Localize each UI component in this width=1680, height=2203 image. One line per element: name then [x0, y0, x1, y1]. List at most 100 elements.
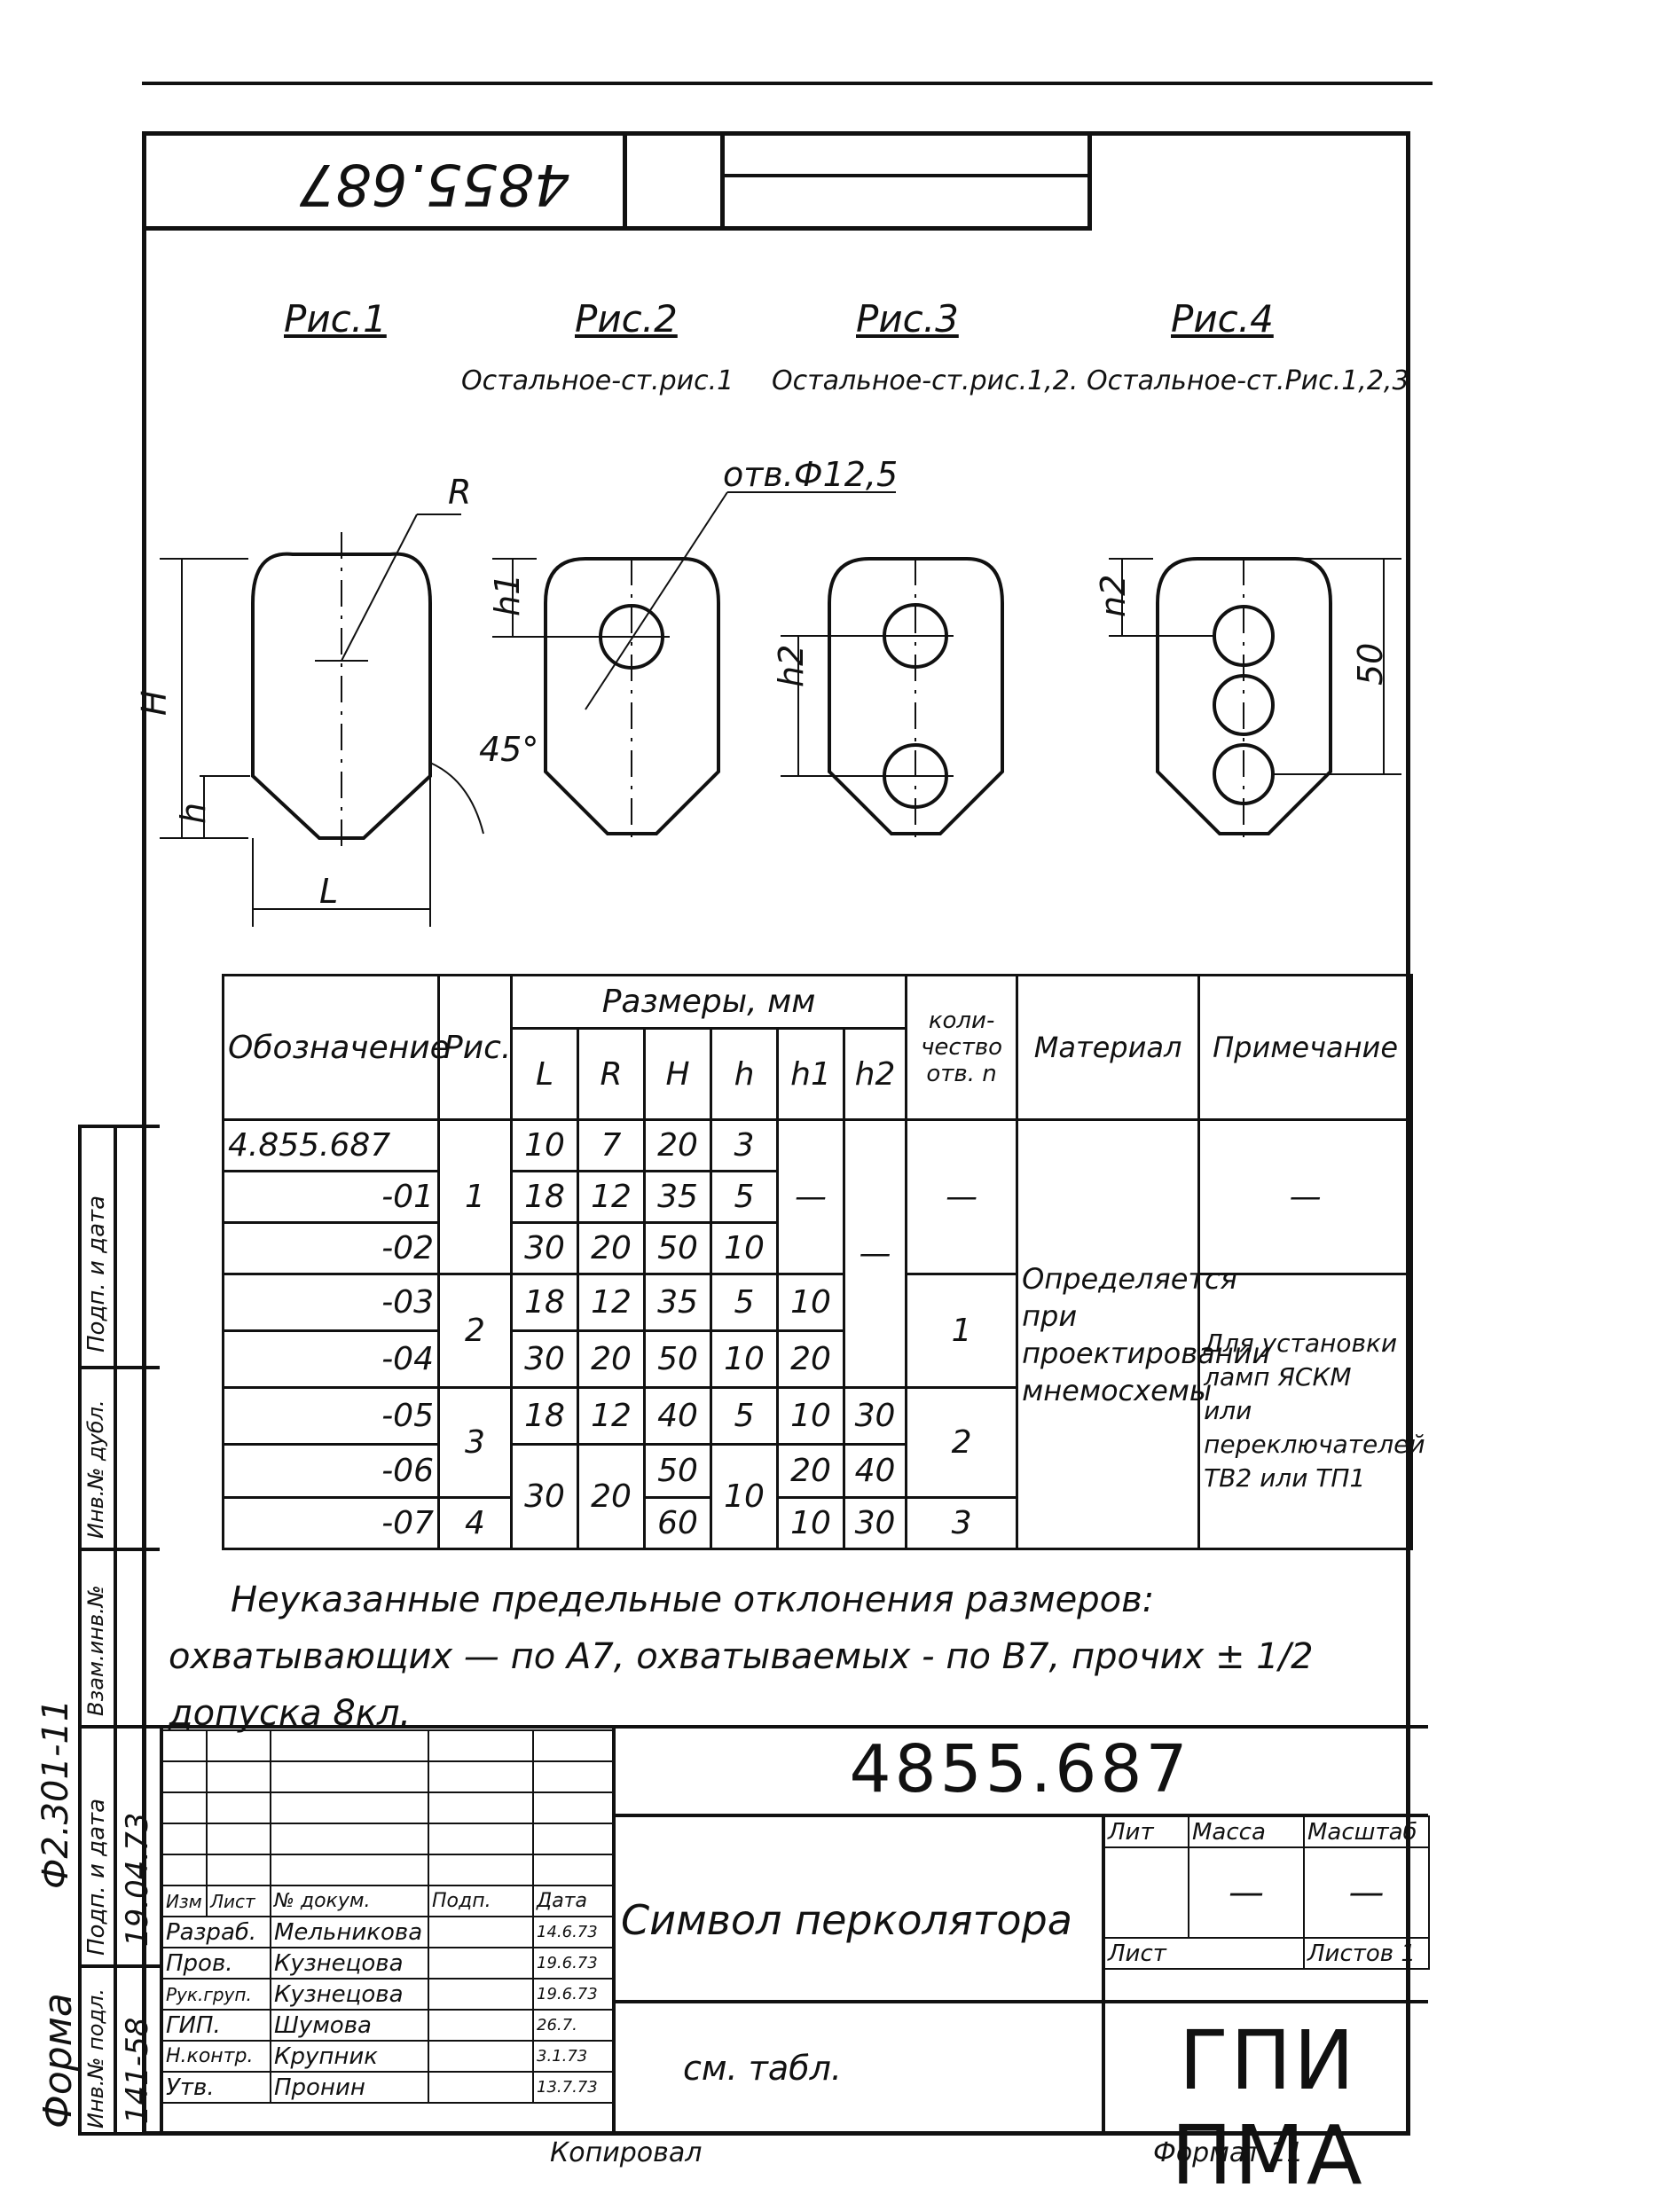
margin-div-2: [78, 1548, 160, 1551]
header-H: H: [643, 1026, 712, 1122]
titleblock-number-bottom: [612, 1814, 1428, 1817]
cell-R: 20: [577, 1221, 646, 1275]
titleblock-right-divider: [1102, 1814, 1105, 2136]
signer-signature: [428, 1947, 534, 1980]
header-count: коли-чество отв. n: [905, 973, 1019, 1122]
cell-L: 18: [510, 1170, 579, 1225]
header-note: Примечание: [1197, 973, 1414, 1122]
organization-name: ГПИ ПМА: [1171, 2013, 1364, 2203]
margin-div-4: [78, 1964, 160, 1968]
dim-label-h: h: [174, 803, 213, 824]
signers-table: Изм Лист № докум. Подп. Дата Разраб. Мел…: [161, 1729, 614, 2104]
signer-name: Крупник: [270, 2040, 429, 2073]
cell-H: 20: [643, 1118, 712, 1173]
cell-L: 30: [510, 1329, 579, 1390]
margin-label-vzam: Взам.инв.№: [83, 1585, 108, 1716]
margin-div-3: [78, 1725, 160, 1729]
cell-L: 30: [510, 1221, 579, 1275]
figures-drawing: R H h L 45° отв.Ф12,5 h1 h2 n2 50: [135, 455, 1401, 927]
header-h1: h1: [776, 1026, 845, 1122]
cell-L: 18: [510, 1272, 579, 1332]
signer-name: Мельникова: [270, 1916, 429, 1948]
cell-R: 12: [577, 1386, 646, 1446]
fig-cell-1: 1: [437, 1118, 513, 1275]
titleblock-left-line: [160, 1725, 163, 2136]
cell-note-dash: —: [1197, 1118, 1414, 1275]
top-stamp-divider-3: [1087, 131, 1092, 231]
cell-h-merged: 10: [710, 1443, 779, 1550]
cell-h: 5: [710, 1386, 779, 1446]
fig-cell-2: 2: [437, 1272, 513, 1390]
signer-date: 19.6.73: [532, 1978, 614, 2011]
fig-cell-3: 3: [437, 1386, 513, 1500]
dim-label-hole: отв.Ф12,5: [723, 455, 898, 494]
margin-label-inv-podl: Инв.№ подл.: [83, 1988, 108, 2129]
cell-material: Определяется при проектировании мнемосхе…: [1016, 1118, 1270, 1550]
header-h2: h2: [842, 1026, 908, 1122]
lit-value: [1103, 1846, 1189, 1939]
cell-H: 60: [643, 1496, 712, 1550]
cell-count: 2: [905, 1386, 1019, 1500]
signer-role: Разраб.: [161, 1916, 271, 1948]
cell-H: 35: [643, 1272, 712, 1332]
signer-date: 19.6.73: [532, 1947, 614, 1980]
cell-R-merged: 20: [577, 1443, 646, 1550]
copied-label: Копировал: [550, 2137, 703, 2168]
dim-label-h1: h1: [488, 574, 527, 616]
header-L: L: [510, 1026, 579, 1122]
dim-label-H: H: [135, 690, 174, 716]
cell-h1: 20: [776, 1329, 845, 1390]
signer-signature: [428, 2009, 534, 2042]
mass-value: —: [1188, 1846, 1305, 1939]
margin-strip-right: [114, 1125, 117, 2136]
cell-L-merged: 30: [510, 1443, 579, 1550]
signer-signature: [428, 2040, 534, 2073]
top-stamp-divider-2: [720, 131, 725, 231]
signer-date: 3.1.73: [532, 2040, 614, 2073]
sheets-label: Листов 1: [1303, 1937, 1430, 1970]
dim-label-n2: n2: [1094, 575, 1133, 617]
signer-signature: [428, 1916, 534, 1948]
lit-label: Лит: [1103, 1815, 1189, 1848]
figure-3-title: Рис.3: [856, 297, 959, 341]
margin-label-inv-dubl: Инв.№ дубл.: [83, 1399, 108, 1539]
cell-count-dash: —: [905, 1118, 1019, 1275]
top-stamp-divider-1: [623, 131, 627, 231]
cell-H: 50: [643, 1221, 712, 1275]
cell-H: 35: [643, 1170, 712, 1225]
figure-1-title: Рис.1: [284, 297, 387, 341]
row-designation: -07: [222, 1496, 440, 1550]
cell-L: 10: [510, 1118, 579, 1173]
figure-4-title: Рис.4: [1171, 297, 1274, 341]
top-border-line: [142, 82, 1433, 85]
margin-date-value: 19.04.73: [120, 1812, 155, 1947]
cell-h2: 30: [842, 1386, 908, 1446]
margin-strip-bottom: [78, 2132, 160, 2136]
cell-h1: 10: [776, 1272, 845, 1332]
cell-h2: 30: [842, 1496, 908, 1550]
cell-h2: 40: [842, 1443, 908, 1500]
dim-label-angle: 45°: [479, 730, 538, 769]
cell-h1: 10: [776, 1386, 845, 1446]
specification-table: Обозначение Рис. Размеры, мм коли-чество…: [222, 973, 1425, 1551]
cell-h1: 10: [776, 1496, 845, 1550]
top-stamp-box: [142, 131, 1091, 231]
cell-h: 5: [710, 1170, 779, 1225]
figure-2-title: Рис.2: [575, 297, 678, 341]
figure-4-outline: [1156, 557, 1332, 835]
signer-name: Кузнецова: [270, 1978, 429, 2011]
material-reference: см. табл.: [683, 2049, 842, 2088]
top-stamp-rule: [720, 174, 1091, 177]
cell-H: 50: [643, 1329, 712, 1390]
dim-label-R: R: [448, 473, 471, 512]
head-izm: Изм: [161, 1885, 208, 1917]
cell-note: Для установки ламп ЯСКМ или переключател…: [1197, 1272, 1425, 1551]
row-designation: -05: [222, 1386, 440, 1446]
cell-h1-dash: —: [776, 1118, 845, 1275]
row-designation: -03: [222, 1272, 440, 1332]
head-sign: Подп.: [428, 1885, 534, 1917]
cell-H: 50: [643, 1443, 712, 1500]
signer-date: 26.7.: [532, 2009, 614, 2042]
titleblock-title-bottom: [612, 2000, 1428, 2003]
signer-signature: [428, 1978, 534, 2011]
